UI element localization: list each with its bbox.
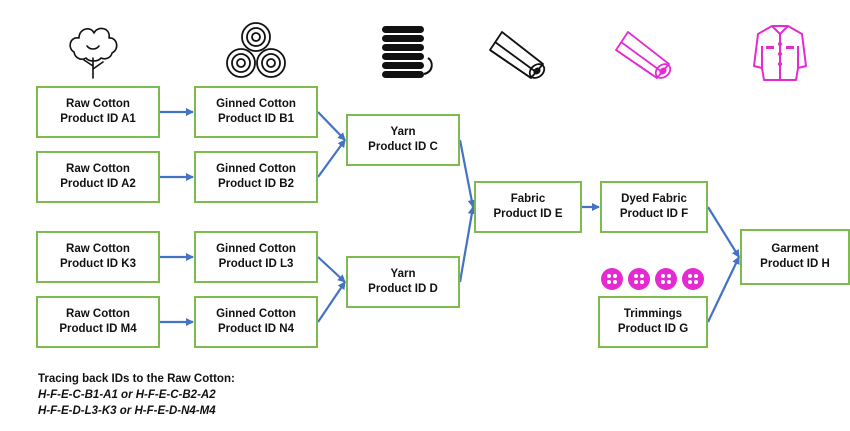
- fabric-roll-icon: [489, 31, 546, 79]
- node-product-id: Product ID K3: [59, 258, 137, 270]
- node-yarn-c: Yarn Product ID C: [346, 114, 460, 166]
- node-product-id: Product ID G: [617, 323, 689, 335]
- node-product-id: Product ID F: [619, 208, 689, 220]
- node-raw-cotton-a1: Raw Cotton Product ID A1: [36, 86, 160, 138]
- cotton-plant-icon: [69, 27, 118, 79]
- dyed-fabric-roll-icon: [615, 31, 672, 79]
- node-name: Raw Cotton: [66, 243, 130, 255]
- node-raw-cotton-k3: Raw Cotton Product ID K3: [36, 231, 160, 283]
- cotton-bales-icon: [226, 22, 286, 78]
- node-raw-cotton-m4: Raw Cotton Product ID M4: [36, 296, 160, 348]
- node-ginned-cotton-b1: Ginned Cotton Product ID B1: [194, 86, 318, 138]
- node-name: Yarn: [390, 126, 416, 138]
- node-dyed-fabric-f: Dyed Fabric Product ID F: [600, 181, 708, 233]
- node-product-id: Product ID D: [368, 283, 438, 295]
- arrow-c-to-e: [458, 139, 476, 208]
- node-name: Trimmings: [623, 308, 683, 320]
- node-name: Ginned Cotton: [216, 163, 296, 175]
- arrow-n4-to-d: [317, 281, 346, 323]
- node-ginned-cotton-l3: Ginned Cotton Product ID L3: [194, 231, 318, 283]
- node-name: Ginned Cotton: [216, 243, 296, 255]
- node-product-id: Product ID A1: [60, 113, 136, 125]
- node-product-id: Product ID A2: [60, 178, 136, 190]
- caption-trace-line-1: H-F-E-C-B1-A1 or H-F-E-C-B2-A2: [38, 389, 216, 401]
- arrow-b2-to-c: [317, 139, 346, 178]
- node-name: Fabric: [510, 193, 546, 205]
- node-trimmings-g: Trimmings Product ID G: [598, 296, 708, 348]
- node-yarn-d: Yarn Product ID D: [346, 256, 460, 308]
- node-product-id: Product ID B1: [217, 113, 295, 125]
- node-product-id: Product ID B2: [217, 178, 295, 190]
- node-name: Raw Cotton: [66, 163, 130, 175]
- node-product-id: Product ID L3: [218, 258, 294, 270]
- node-product-id: Product ID C: [368, 141, 438, 153]
- node-name: Raw Cotton: [66, 98, 130, 110]
- node-ginned-cotton-b2: Ginned Cotton Product ID B2: [194, 151, 318, 203]
- node-name: Ginned Cotton: [216, 308, 296, 320]
- arrow-f-to-h: [707, 206, 740, 258]
- yarn-spool-icon: [382, 26, 433, 78]
- node-ginned-cotton-n4: Ginned Cotton Product ID N4: [194, 296, 318, 348]
- arrow-b1-to-c: [317, 111, 346, 141]
- node-name: Ginned Cotton: [216, 98, 296, 110]
- arrow-l3-to-d: [317, 256, 346, 283]
- node-product-id: Product ID M4: [59, 323, 137, 335]
- tracing-caption: Tracing back IDs to the Raw Cotton: H-F-…: [38, 371, 235, 419]
- node-fabric-e: Fabric Product ID E: [474, 181, 582, 233]
- caption-heading: Tracing back IDs to the Raw Cotton:: [38, 373, 235, 385]
- node-product-id: Product ID E: [493, 208, 563, 220]
- node-product-id: Product ID H: [760, 258, 830, 270]
- arrow-d-to-e: [458, 206, 476, 283]
- node-raw-cotton-a2: Raw Cotton Product ID A2: [36, 151, 160, 203]
- node-name: Dyed Fabric: [621, 193, 687, 205]
- node-product-id: Product ID N4: [217, 323, 295, 335]
- node-name: Garment: [771, 243, 819, 255]
- caption-trace-line-2: H-F-E-D-L3-K3 or H-F-E-D-N4-M4: [38, 405, 216, 417]
- arrow-g-to-h: [707, 256, 740, 323]
- buttons-icon: [601, 268, 704, 290]
- garment-jacket-icon: [753, 25, 807, 81]
- node-name: Raw Cotton: [66, 308, 130, 320]
- node-garment-h: Garment Product ID H: [740, 229, 850, 285]
- node-name: Yarn: [390, 268, 416, 280]
